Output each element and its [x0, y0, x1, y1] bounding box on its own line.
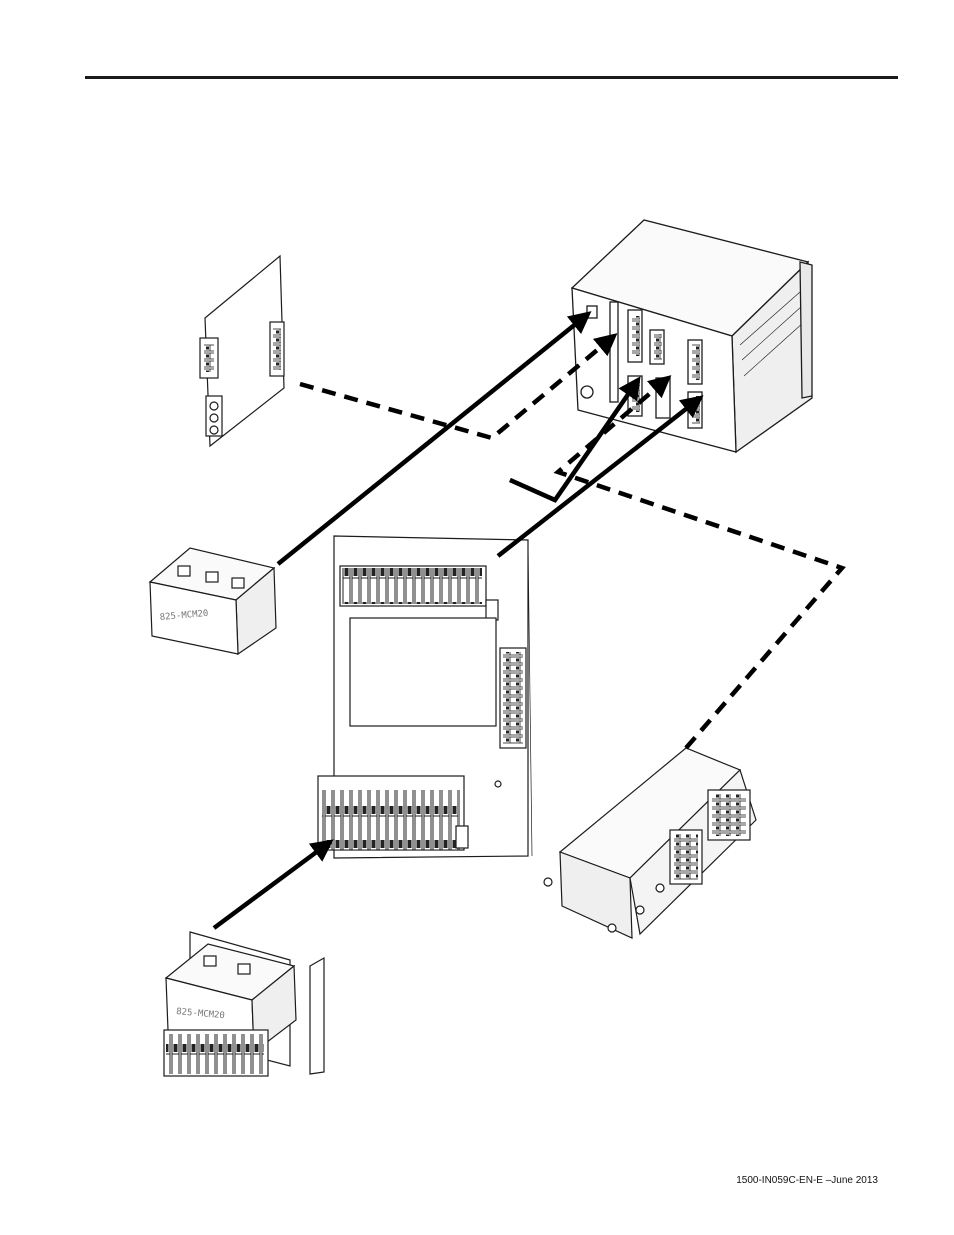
- document-footer: 1500-IN059C-EN-E –June 2013: [700, 1175, 878, 1186]
- current-module-upper: 825-MCM20: [150, 548, 276, 654]
- expansion-io-module: [544, 748, 756, 938]
- arrow-board-to-terminal-2: [510, 480, 555, 500]
- dashed-arrow-card: [300, 336, 614, 438]
- terminal-board: [318, 536, 532, 858]
- option-circuit-card: [200, 256, 284, 446]
- arrow-lower-module-to-board: [214, 842, 330, 928]
- relay-base-unit: [572, 220, 812, 452]
- arrow-board-to-right-terminal: [498, 398, 700, 556]
- current-module-lower: 825-MCM20: [164, 932, 324, 1076]
- arrow-module-to-port: [278, 314, 588, 564]
